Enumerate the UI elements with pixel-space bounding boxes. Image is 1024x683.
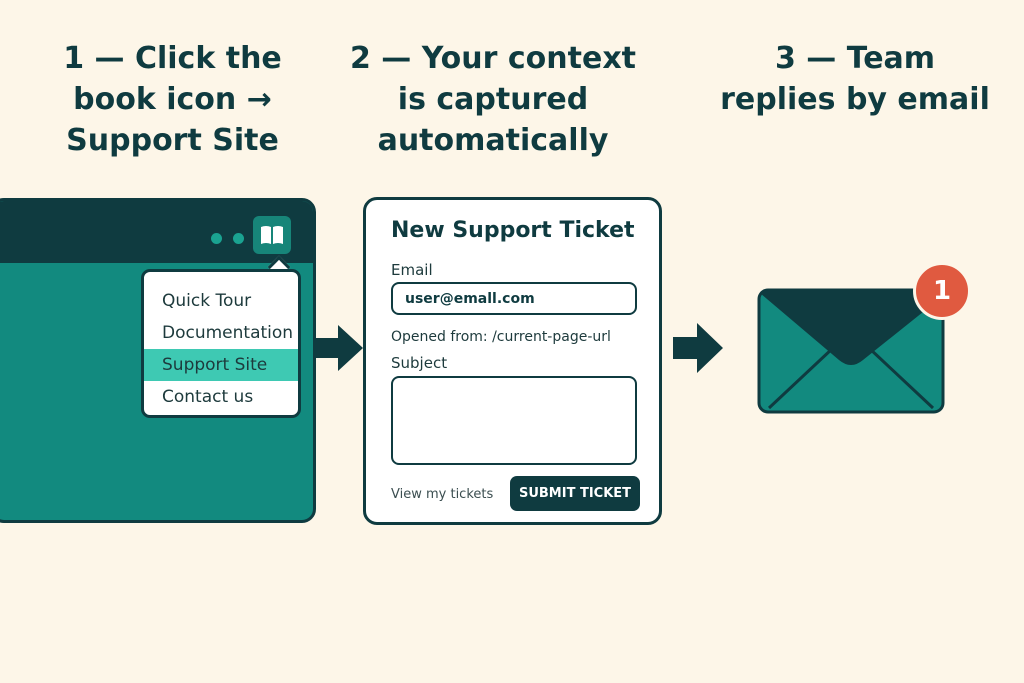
window-dot [233, 233, 244, 244]
support-ticket-form: New Support Ticket Email Opened from: /c… [363, 197, 662, 525]
menu-item-support-site[interactable]: Support Site [144, 349, 298, 381]
window-titlebar [0, 201, 313, 263]
window-dot [211, 233, 222, 244]
envelope-icon [757, 288, 945, 414]
menu-item-contact-us[interactable]: Contact us [162, 387, 254, 407]
email-label: Email [391, 261, 433, 279]
step-2-line-3: automatically [377, 123, 609, 158]
email-field[interactable] [391, 282, 637, 315]
view-my-tickets-link[interactable]: View my tickets [391, 487, 494, 502]
ticket-form-title: New Support Ticket [391, 218, 635, 243]
step-2-line-2: is captured [397, 82, 589, 117]
subject-label: Subject [391, 354, 448, 372]
arrow-right-icon [316, 325, 363, 371]
submit-ticket-button[interactable]: SUBMIT TICKET [510, 476, 640, 511]
menu-item-quick-tour[interactable]: Quick Tour [162, 291, 252, 311]
step-1-line-3: Support Site [66, 123, 279, 158]
subject-field[interactable] [391, 376, 637, 465]
opened-from-text: Opened from: /current-page-url [391, 329, 611, 345]
step-1-line-1: 1 — Click the [63, 41, 282, 76]
notification-badge: 1 [913, 262, 971, 320]
arrow-right-icon [673, 323, 723, 373]
help-dropdown-menu: Quick Tour Documentation Support Site Co… [141, 269, 301, 418]
step-3-title: 3 — Team replies by email [710, 38, 1000, 120]
step-3-line-1: 3 — Team [774, 41, 936, 76]
step-2-title: 2 — Your context is captured automatical… [348, 38, 638, 161]
menu-item-documentation[interactable]: Documentation [162, 323, 294, 343]
step-1-title: 1 — Click the book icon → Support Site [40, 38, 305, 161]
step-3-line-2: replies by email [720, 82, 990, 117]
step-2-line-1: 2 — Your context [349, 41, 637, 76]
book-icon [261, 226, 283, 244]
step-1-line-2: book icon → [73, 82, 272, 117]
book-icon-button[interactable] [253, 216, 291, 254]
